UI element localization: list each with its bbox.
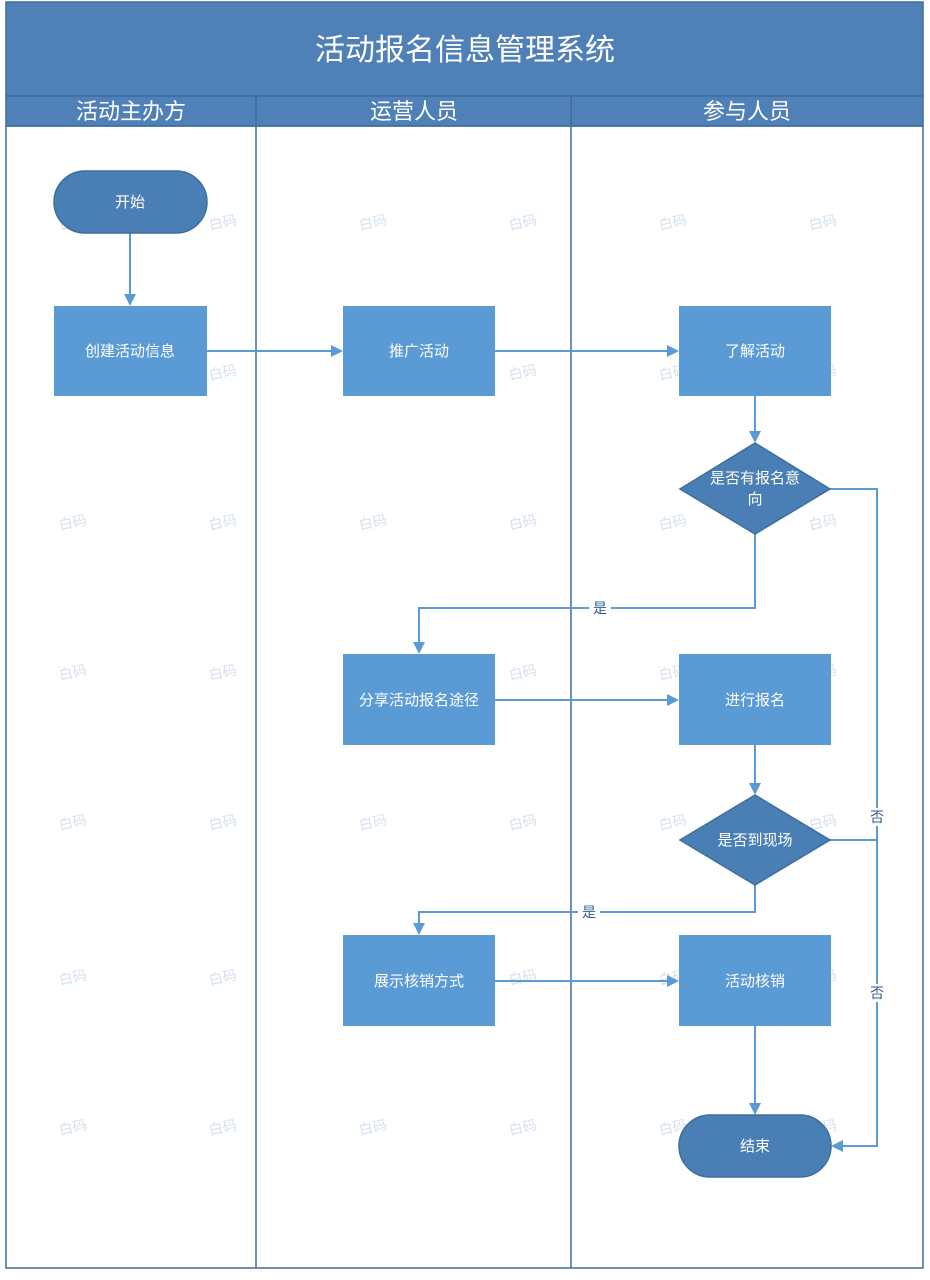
node-promote [343,306,495,396]
watermark-mark: 白码 [508,212,539,233]
watermark-mark: 白码 [58,967,89,988]
watermark-mark: 白码 [358,212,389,233]
edge-label-yes-2: 是 [582,905,596,921]
node-promote-label: 推广活动 [389,342,449,360]
node-end-label: 结束 [740,1137,770,1155]
lane-header-operations: 运营人员 [370,100,458,125]
swimlane-frame [5,125,924,1269]
watermark-mark: 白码 [58,1117,89,1138]
lane-header-participants: 参与人员 [703,100,791,125]
edge-label-no-2: 否 [870,986,884,1002]
watermark-mark: 白码 [808,812,839,833]
watermark-mark: 白码 [658,512,689,533]
watermark-mark: 白码 [208,1117,239,1138]
watermark-mark: 白码 [58,512,89,533]
watermark-mark: 白码 [358,812,389,833]
edge-intent-share [413,534,756,654]
edge-label-bg [866,984,888,1002]
node-start [53,170,208,234]
watermark-mark: 白码 [358,512,389,533]
watermark-mark: 白码 [208,812,239,833]
watermark-mark: 白码 [508,662,539,683]
watermark-mark: 白码 [508,362,539,383]
lane-header-organizer: 活动主办方 [76,100,186,125]
node-show [343,935,495,1026]
edge-label-bg [578,903,600,921]
node-end [678,1114,832,1178]
node-onsite-label: 是否到现场 [717,831,792,849]
watermark-mark: 白码 [58,662,89,683]
watermark-mark: 白码 [208,512,239,533]
watermark-mark: 白码 [208,967,239,988]
edge-label-no-1: 否 [870,810,884,826]
watermark-mark: 白码 [508,1117,539,1138]
title-bar [5,1,924,97]
edge-label-bg [589,599,611,617]
node-learn-label: 了解活动 [725,342,785,360]
node-share-label: 分享活动报名途径 [359,691,479,709]
node-verify [679,935,831,1026]
node-share [343,654,495,745]
watermark-mark: 白码 [508,967,539,988]
node-intent-decision [678,442,832,535]
watermark-mark: 白码 [808,212,839,233]
watermark-mark: 白码 [808,512,839,533]
watermark-mark: 白码 [58,812,89,833]
watermark-mark: 白码 [508,512,539,533]
page-title: 活动报名信息管理系统 [315,33,615,68]
node-verify-label: 活动核销 [725,972,785,990]
watermark-mark: 白码 [208,212,239,233]
watermark-mark: 白码 [358,1117,389,1138]
node-register [679,654,831,745]
watermark-mark: 白码 [658,812,689,833]
watermark-mark: 白码 [658,1117,689,1138]
node-intent-label-line2: 向 [747,490,762,508]
edge-label-bg [866,808,888,826]
node-intent-label-line1: 是否有报名意 [710,469,800,487]
edge-label-yes-1: 是 [593,601,607,617]
node-register-label: 进行报名 [725,691,785,709]
node-show-label: 展示核销方式 [374,972,464,990]
watermark-mark: 白码 [208,362,239,383]
node-onsite-decision [678,794,832,886]
node-start-label: 开始 [115,193,145,211]
lane-header-bar [5,95,924,127]
watermark-mark: 白码 [508,812,539,833]
node-create-label: 创建活动信息 [85,342,175,360]
watermark-mark: 白码 [658,212,689,233]
node-create [54,306,207,396]
node-learn [679,306,831,396]
watermark-mark: 白码 [208,662,239,683]
